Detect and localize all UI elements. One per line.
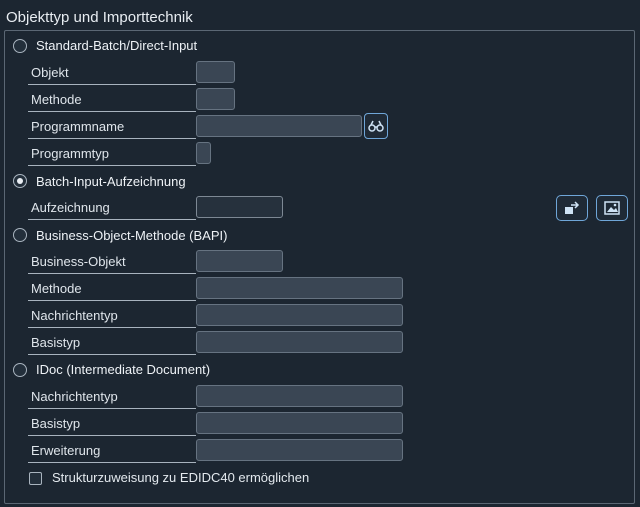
label-business-objekt: Business-Objekt [28,250,196,274]
nachrichtentyp-bapi-input [196,304,403,326]
radio-batch-input[interactable] [13,174,27,188]
image-icon [604,201,620,215]
label-programmtyp: Programmtyp [28,142,196,166]
label-aufzeichnung: Aufzeichnung [28,196,196,220]
programmname-search-button[interactable] [364,113,388,139]
label-objekt: Objekt [28,61,196,85]
label-nachrichtentyp-idoc: Nachrichtentyp [28,385,196,409]
basistyp-idoc-input [196,412,403,434]
radio-bapi-label: Business-Object-Methode (BAPI) [36,228,228,243]
radio-standard-batch-label: Standard-Batch/Direct-Input [36,38,198,53]
panel-title: Objekttyp und Importtechnik [6,9,193,26]
nachrichtentyp-idoc-input [196,385,403,407]
radio-idoc[interactable] [13,363,27,377]
export-icon [565,201,580,214]
label-erweiterung: Erweiterung [28,439,196,463]
export-button[interactable] [556,195,588,221]
objekt-input [196,61,235,83]
programmname-input [196,115,362,137]
erweiterung-input [196,439,403,461]
label-nachrichtentyp-bapi: Nachrichtentyp [28,304,196,328]
edidc40-checkbox[interactable] [29,472,42,485]
methode-bapi-input [196,277,403,299]
label-basistyp-bapi: Basistyp [28,331,196,355]
image-button[interactable] [596,195,628,221]
business-objekt-input [196,250,283,272]
label-methode-bapi: Methode [28,277,196,301]
aufzeichnung-input[interactable] [196,196,283,218]
import-technique-panel [4,30,635,504]
radio-standard-batch[interactable] [13,39,27,53]
radio-idoc-label: IDoc (Intermediate Document) [36,362,211,377]
radio-bapi[interactable] [13,228,27,242]
methode-standard-input [196,88,235,110]
label-methode-standard: Methode [28,88,196,112]
label-programmname: Programmname [28,115,196,139]
label-basistyp-idoc: Basistyp [28,412,196,436]
edidc40-checkbox-label: Strukturzuweisung zu EDIDC40 ermöglichen [52,470,310,485]
programmtyp-input [196,142,211,164]
binoculars-icon [368,120,384,132]
basistyp-bapi-input [196,331,403,353]
radio-batch-input-label: Batch-Input-Aufzeichnung [36,174,186,189]
